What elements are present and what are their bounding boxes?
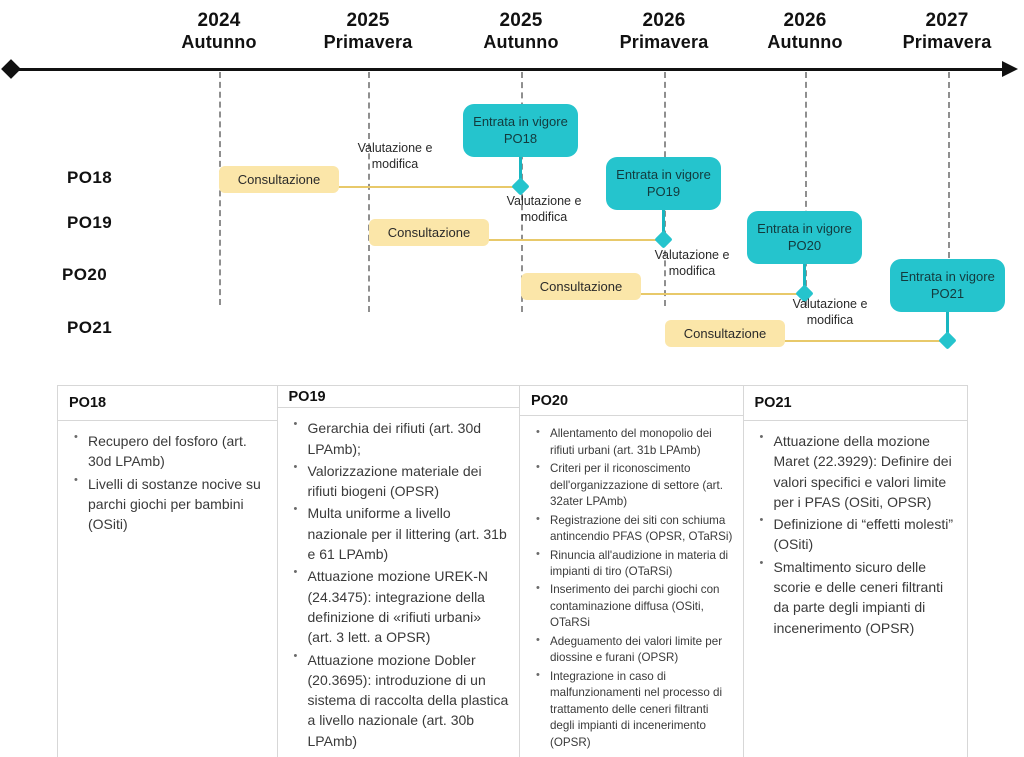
bullet-list-po19: Gerarchia dei rifiuti (art. 30d LPAmb); … <box>282 417 509 751</box>
connector-line-po20 <box>612 293 806 295</box>
column-header-po20: PO20 <box>519 386 743 417</box>
evaluation-label-po18: Valutazione e modifica <box>357 141 433 172</box>
list-item: Registrazione dei siti con schiuma antin… <box>536 512 733 546</box>
row-label-po20: PO20 <box>62 265 108 284</box>
timeline-diagram: 2024 Autunno 2025 Primavera 2025 Autunno… <box>0 0 1024 378</box>
list-item: Livelli di sostanze nocive su parchi gio… <box>74 473 267 535</box>
tick-year: 2027 <box>925 10 969 31</box>
entry-line1: Entrata in vigore <box>616 167 711 183</box>
timeline-tick-4: 2026 Autunno <box>725 10 885 54</box>
entry-line2: PO20 <box>787 237 822 253</box>
entry-box-po21[interactable]: Entrata in vigore PO21 <box>890 259 1005 312</box>
tick-year: 2025 <box>346 10 390 31</box>
consultation-label: Consultazione <box>387 225 471 240</box>
row-label-po21: PO21 <box>67 318 113 337</box>
timeline-tick-0: 2024 Autunno <box>139 10 299 54</box>
entry-box-po19[interactable]: Entrata in vigore PO19 <box>606 157 721 210</box>
timeline-tick-5: 2027 Primavera <box>867 10 1024 54</box>
tick-year: 2026 <box>783 10 827 31</box>
connector-line-po18 <box>310 186 522 188</box>
consultation-bar-po21[interactable]: Consultazione <box>665 320 785 347</box>
list-item: Definizione di “effetti molesti” (OSiti) <box>760 513 958 555</box>
tick-year: 2025 <box>499 10 543 31</box>
list-item: Attuazione mozione Dobler (20.3695): int… <box>293 649 509 751</box>
gridline-2026-autunno <box>805 72 807 306</box>
timeline-axis <box>16 68 1008 71</box>
stem-po19 <box>662 208 665 240</box>
stem-po21 <box>946 308 949 341</box>
axis-arrow-icon <box>1002 61 1018 77</box>
consultation-label: Consultazione <box>683 326 767 341</box>
list-item: Valorizzazione materiale dei rifiuti bio… <box>293 460 509 502</box>
list-item: Attuazione mozione UREK-N (24.3475): int… <box>293 565 509 647</box>
consultation-bar-po20[interactable]: Consultazione <box>521 273 641 300</box>
entry-box-po20[interactable]: Entrata in vigore PO20 <box>747 211 862 264</box>
bullet-list-po21: Attuazione della mozione Maret (22.3929)… <box>748 430 958 638</box>
tick-season: Primavera <box>323 32 413 53</box>
milestone-diamond-po19 <box>654 230 673 249</box>
list-item: Criteri per il riconoscimento dell'organ… <box>536 460 733 510</box>
tick-season: Primavera <box>902 32 992 53</box>
list-item: Allentamento del monopolio dei rifiuti u… <box>536 425 733 459</box>
list-item: Attuazione della mozione Maret (22.3929)… <box>760 430 958 512</box>
list-item: Adeguamento dei valori limite per diossi… <box>536 633 733 667</box>
list-item: Multa uniforme a livello nazionale per i… <box>293 502 509 564</box>
entry-line1: Entrata in vigore <box>473 114 568 130</box>
connector-line-po19 <box>460 239 665 241</box>
table-column-po18: PO18 Recupero del fosforo (art. 30d LPAm… <box>58 386 278 757</box>
connector-line-po21 <box>756 340 950 342</box>
evaluation-label-po20: Valutazione e modifica <box>654 248 730 279</box>
timeline-tick-1: 2025 Primavera <box>288 10 448 54</box>
column-body-po19: Gerarchia dei rifiuti (art. 30d LPAmb); … <box>278 408 519 757</box>
list-item: Inserimento dei parchi giochi con contam… <box>536 581 733 631</box>
gridline-2027-primavera <box>948 72 950 268</box>
table-column-po21: PO21 Attuazione della mozione Maret (22.… <box>743 386 968 757</box>
entry-line1: Entrata in vigore <box>757 221 852 237</box>
tick-year: 2026 <box>642 10 686 31</box>
entry-line1: Entrata in vigore <box>900 269 995 285</box>
milestone-diamond-po21 <box>938 331 957 350</box>
consultation-label: Consultazione <box>237 172 321 187</box>
stem-po18 <box>519 155 522 187</box>
row-label-po18: PO18 <box>67 168 113 187</box>
column-header-po19: PO19 <box>277 386 519 409</box>
consultation-label: Consultazione <box>539 279 623 294</box>
timeline-tick-3: 2026 Primavera <box>584 10 744 54</box>
tick-season: Autunno <box>483 32 559 53</box>
tick-season: Autunno <box>767 32 843 53</box>
evaluation-label-po19: Valutazione e modifica <box>506 194 582 225</box>
gridline-2025-primavera <box>368 72 370 312</box>
column-header-po18: PO18 <box>58 386 277 421</box>
table-column-po20: PO20 Allentamento del monopolio dei rifi… <box>519 386 744 757</box>
list-item: Rinuncia all'audizione in materia di imp… <box>536 547 733 581</box>
tick-year: 2024 <box>197 10 241 31</box>
timeline-tick-2: 2025 Autunno <box>441 10 601 54</box>
list-item: Integrazione in caso di malfunzionamenti… <box>536 668 733 751</box>
list-item: Gerarchia dei rifiuti (art. 30d LPAmb); <box>293 417 509 459</box>
list-item: Smaltimento sicuro delle scorie e delle … <box>760 556 958 638</box>
column-body-po18: Recupero del fosforo (art. 30d LPAmb) Li… <box>58 421 277 757</box>
bullet-list-po20: Allentamento del monopolio dei rifiuti u… <box>524 425 733 751</box>
evaluation-label-po21: Valutazione e modifica <box>792 297 868 328</box>
row-label-po19: PO19 <box>67 213 113 232</box>
list-item: Recupero del fosforo (art. 30d LPAmb) <box>74 430 267 472</box>
column-body-po21: Attuazione della mozione Maret (22.3929)… <box>744 421 968 757</box>
column-body-po20: Allentamento del monopolio dei rifiuti u… <box>520 416 743 757</box>
entry-box-po18[interactable]: Entrata in vigore PO18 <box>463 104 578 157</box>
consultation-bar-po19[interactable]: Consultazione <box>369 219 489 246</box>
table-column-po19: PO19 Gerarchia dei rifiuti (art. 30d LPA… <box>277 386 520 757</box>
tick-season: Autunno <box>181 32 257 53</box>
stem-po20 <box>803 261 806 294</box>
entry-line2: PO18 <box>503 130 538 146</box>
tick-season: Primavera <box>619 32 709 53</box>
measures-table: PO18 Recupero del fosforo (art. 30d LPAm… <box>57 385 968 757</box>
column-header-po21: PO21 <box>743 386 967 421</box>
bullet-list-po18: Recupero del fosforo (art. 30d LPAmb) Li… <box>62 430 267 535</box>
consultation-bar-po18[interactable]: Consultazione <box>219 166 339 193</box>
entry-line2: PO19 <box>646 183 681 199</box>
entry-line2: PO21 <box>930 285 965 301</box>
